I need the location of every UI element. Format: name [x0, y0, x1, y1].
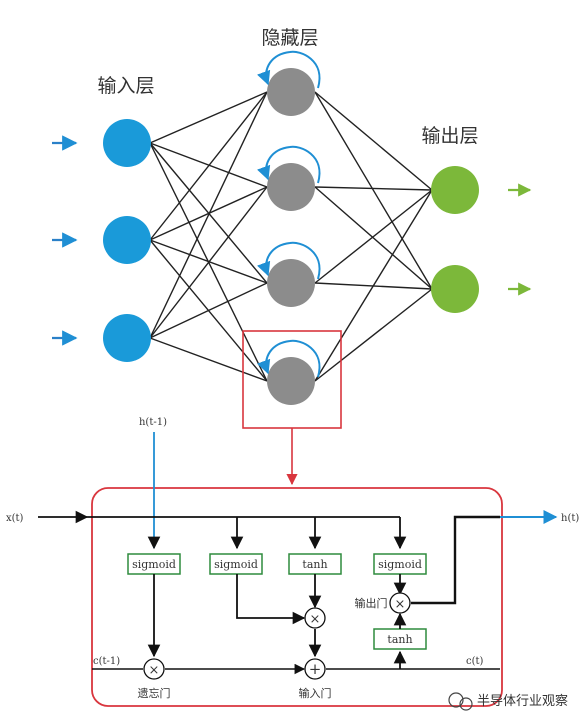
input-arrows — [52, 135, 78, 346]
recurrent-loops — [257, 50, 321, 378]
x-in-label: x(t) — [6, 513, 24, 524]
output-node-1 — [431, 166, 479, 214]
input-node-3 — [103, 314, 151, 362]
h-out-label: h(t) — [561, 513, 579, 524]
lstm-cell-box — [91, 487, 503, 707]
recurrent-loop-1 — [257, 50, 321, 89]
hidden-node-4 — [267, 357, 315, 405]
forget-gate-label: 遗忘门 — [138, 686, 171, 700]
input-nodes — [103, 119, 151, 362]
forget-mul-symbol: × — [149, 663, 160, 678]
hidden-node-1 — [267, 68, 315, 116]
output-gate-label: 输出门 — [355, 596, 388, 610]
hidden-output-edges — [314, 91, 433, 382]
watermark: 半导体行业观察 — [448, 692, 568, 711]
add-symbol: + — [309, 660, 322, 678]
output-mul-node — [389, 592, 411, 614]
tanh-cell-label: tanh — [387, 633, 412, 646]
bus-drops — [230, 517, 407, 550]
input-sigmoid-to-mul — [236, 574, 306, 625]
input-node-2 — [103, 216, 151, 264]
output-arrows — [508, 183, 532, 296]
hidden-nodes — [267, 68, 315, 405]
hidden-node-2 — [267, 163, 315, 211]
gate-tanh-label: tanh — [302, 558, 327, 571]
forget-mul-node — [143, 658, 165, 680]
input-mul-symbol: × — [310, 612, 321, 627]
gate-forget-label: sigmoid — [132, 558, 176, 571]
output-mul-symbol: × — [395, 597, 406, 612]
gate-boxes — [127, 553, 427, 650]
out-mul-to-h — [411, 515, 500, 605]
output-node-2 — [431, 265, 479, 313]
c-prev-label: c(t-1) — [93, 656, 120, 667]
gate-input-sigmoid — [209, 553, 263, 575]
recurrent-loop-4 — [257, 339, 321, 378]
input-mul-node — [304, 607, 326, 629]
watermark-text: 半导体行业观察 — [477, 694, 568, 709]
c-out-label: c(t) — [466, 656, 484, 667]
output-nodes — [431, 166, 479, 313]
gate-input-label: sigmoid — [214, 558, 258, 571]
gate-output-label: sigmoid — [378, 558, 422, 571]
add-node — [304, 658, 326, 680]
hidden-layer-title: 隐藏层 — [261, 27, 318, 49]
h-prev-label: h(t-1) — [139, 417, 167, 428]
recurrent-loop-2 — [257, 145, 321, 184]
output-layer-title: 输出层 — [421, 125, 478, 147]
input-layer-title: 输入层 — [97, 75, 154, 97]
recurrent-loop-3 — [257, 241, 321, 280]
input-gate-label: 输入门 — [299, 686, 332, 700]
input-hidden-edges — [149, 91, 268, 382]
operator-nodes — [143, 592, 411, 680]
hidden-node-3 — [267, 259, 315, 307]
input-node-1 — [103, 119, 151, 167]
wechat-icon — [448, 692, 464, 708]
